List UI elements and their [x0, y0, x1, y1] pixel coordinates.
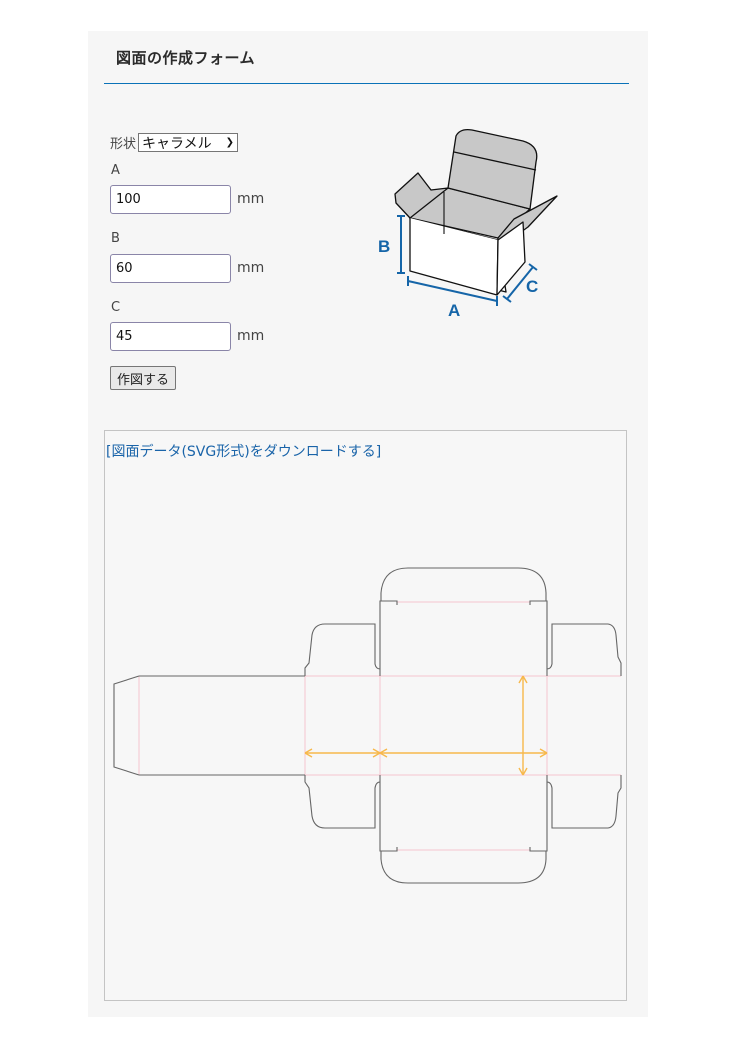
- box-illustration: B A C: [378, 128, 558, 320]
- shape-row: 形状 キャラメル ❯: [110, 133, 239, 152]
- field-a-value: 100: [116, 192, 141, 207]
- dieline-preview: [図面データ(SVG形式)をダウンロードする]: [104, 430, 627, 1001]
- shape-select[interactable]: キャラメル ❯: [138, 133, 239, 152]
- form-panel: 図面の作成フォーム 形状 キャラメル ❯ A 100 mm B 60 mm C …: [88, 31, 648, 1017]
- shape-select-value: キャラメル: [142, 135, 212, 152]
- field-c-label: C: [111, 300, 121, 315]
- field-b-value: 60: [116, 261, 133, 276]
- dim-label-a: A: [448, 301, 460, 320]
- field-c-unit: mm: [237, 328, 265, 344]
- field-c-input[interactable]: 45: [110, 322, 231, 351]
- chevron-down-icon: ❯: [225, 137, 235, 148]
- dim-label-b: B: [378, 237, 390, 256]
- field-c-value: 45: [116, 329, 133, 344]
- title-divider: [104, 83, 629, 84]
- page-title: 図面の作成フォーム: [116, 49, 256, 67]
- dieline-drawing: [113, 567, 622, 884]
- field-a-unit: mm: [237, 191, 265, 207]
- field-a-label: A: [111, 163, 120, 178]
- field-a-input[interactable]: 100: [110, 185, 231, 214]
- field-b-unit: mm: [237, 260, 265, 276]
- field-b-input[interactable]: 60: [110, 254, 231, 283]
- dim-label-c: C: [526, 277, 538, 296]
- shape-label: 形状: [110, 137, 137, 152]
- draw-button[interactable]: 作図する: [110, 366, 176, 390]
- download-svg-link[interactable]: [図面データ(SVG形式)をダウンロードする]: [106, 444, 382, 460]
- field-b-label: B: [111, 231, 120, 246]
